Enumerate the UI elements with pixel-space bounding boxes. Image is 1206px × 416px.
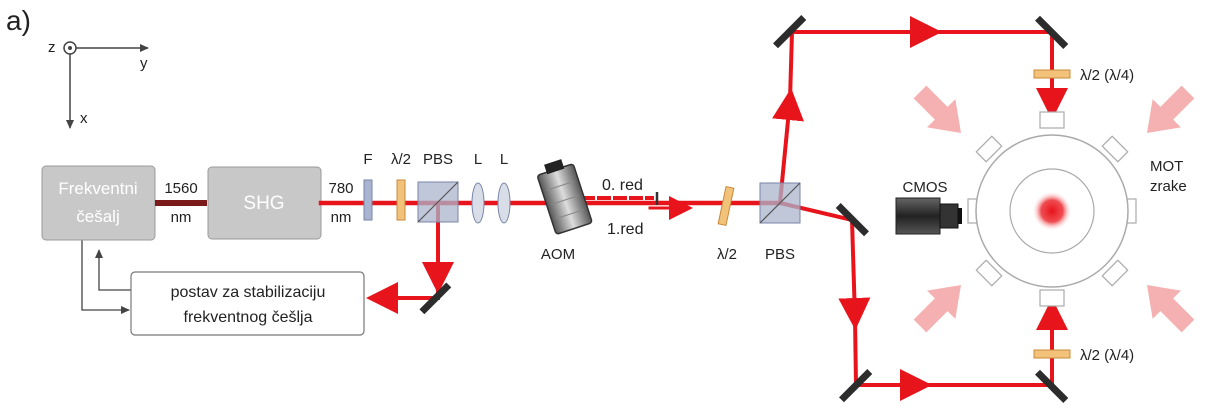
mirror-bottom-right: [1035, 369, 1069, 403]
axis-label-z: z: [48, 39, 56, 56]
lens-2: [497, 182, 511, 224]
coordinate-axes: z y x: [48, 39, 149, 129]
half-wave-plate-1-label: λ/2: [391, 151, 411, 168]
waveplate-bottom: [1033, 349, 1071, 359]
shg-label: SHG: [243, 193, 284, 214]
mot-label-line1: MOT: [1150, 158, 1183, 175]
wavelength-780-unit: nm: [331, 209, 352, 226]
axis-label-y: y: [140, 55, 148, 72]
mirror-middle-right: [835, 203, 869, 237]
comb-label-line1: Frekventni: [58, 179, 137, 198]
filter: [363, 179, 373, 221]
half-wave-plate-1: [396, 179, 406, 221]
stabilization-box: postav za stabilizaciju frekventnog češl…: [130, 271, 365, 336]
wavelength-1560-unit: nm: [171, 209, 192, 226]
aom: [537, 159, 593, 235]
filter-label: F: [363, 151, 372, 168]
wavelength-1560: 1560: [164, 180, 197, 197]
axis-label-x: x: [80, 110, 88, 127]
lens-1: [471, 182, 485, 224]
mot-beams: [913, 85, 1195, 333]
feedback-lines: [81, 240, 132, 314]
pbs-2-label: PBS: [765, 246, 795, 263]
mot-chamber: [967, 111, 1137, 307]
wavelength-780: 780: [328, 180, 353, 197]
waveplate-bottom-label: λ/2 (λ/4): [1080, 347, 1134, 364]
polarizing-beam-splitter-1: [417, 181, 459, 223]
polarizing-beam-splitter-2: [759, 182, 801, 224]
fiber-1560nm: [155, 200, 207, 206]
comb-label-line2: češalj: [76, 207, 119, 226]
atom-cloud: [1032, 191, 1072, 231]
mirror-top-right: [1035, 15, 1069, 49]
waveplate-top-label: λ/2 (λ/4): [1080, 67, 1134, 84]
frequency-comb-box: Frekventni češalj: [41, 165, 156, 241]
stabilization-label-line2: frekventnog češlja: [184, 309, 313, 326]
mot-label-line2: zrake: [1150, 178, 1187, 195]
pbs-1-label: PBS: [423, 151, 453, 168]
shg-box: SHG: [207, 166, 322, 240]
half-wave-plate-2: [717, 185, 735, 227]
cmos-label: CMOS: [903, 179, 948, 196]
aom-label: AOM: [541, 246, 575, 263]
mirror-pbs1: [419, 282, 452, 315]
zero-order-label: 0. red: [602, 177, 643, 194]
lens-2-label: L: [500, 151, 508, 168]
panel-label: a): [6, 5, 31, 36]
stabilization-label-line1: postav za stabilizaciju: [171, 284, 326, 301]
cmos-camera: [895, 197, 962, 235]
waveplate-top: [1033, 69, 1071, 79]
half-wave-plate-2-label: λ/2: [717, 246, 737, 263]
first-order-label: 1.red: [607, 221, 643, 238]
lens-1-label: L: [474, 151, 482, 168]
mirror-bottom-left: [839, 369, 873, 403]
mirror-top-left: [773, 15, 807, 49]
